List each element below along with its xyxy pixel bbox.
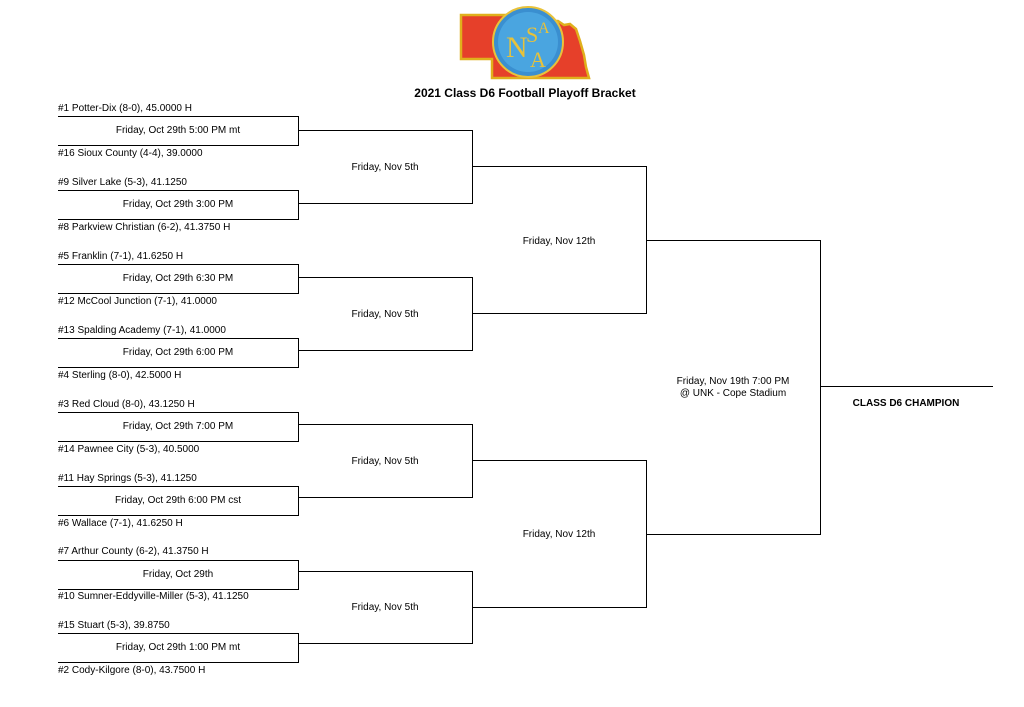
round2-lines <box>298 130 473 644</box>
logo-letter-a2: A <box>530 47 546 72</box>
team-9: #9 Silver Lake (5-3), 41.1250 <box>58 177 187 188</box>
team-1: #1 Potter-Dix (8-0), 45.0000 H <box>58 103 192 114</box>
team-7: #7 Arthur County (6-2), 41.3750 H <box>58 546 209 557</box>
round1-game-label: Friday, Oct 29th 1:00 PM mt <box>115 642 241 653</box>
team-13: #13 Spalding Academy (7-1), 41.0000 <box>58 325 226 336</box>
semifinal-game-label: Friday, Nov 12th <box>522 529 596 540</box>
nsaa-logo: N S A A <box>459 6 591 80</box>
semifinal-game-label: Friday, Nov 12th <box>522 236 596 247</box>
team-14: #14 Pawnee City (5-3), 40.5000 <box>58 444 200 455</box>
logo-letter-a1: A <box>538 20 550 37</box>
final-date: Friday, Nov 19th 7:00 PM <box>676 376 790 387</box>
round2-game-label: Friday, Nov 5th <box>351 602 419 613</box>
logo-letter-s: S <box>526 22 538 47</box>
team-12: #12 McCool Junction (7-1), 41.0000 <box>58 296 217 307</box>
round2-game-label: Friday, Nov 5th <box>351 309 419 320</box>
team-6: #6 Wallace (7-1), 41.6250 H <box>58 518 183 529</box>
team-16: #16 Sioux County (4-4), 39.0000 <box>58 148 203 159</box>
round1-game-label: Friday, Oct 29th <box>142 569 214 580</box>
team-2: #2 Cody-Kilgore (8-0), 43.7500 H <box>58 665 206 676</box>
round1-game-label: Friday, Oct 29th 7:00 PM <box>122 421 234 432</box>
round1-lines <box>58 116 299 663</box>
round1-game-label: Friday, Oct 29th 5:00 PM mt <box>115 125 241 136</box>
team-4: #4 Sterling (8-0), 42.5000 H <box>58 370 182 381</box>
team-15: #15 Stuart (5-3), 39.8750 <box>58 620 170 631</box>
round2-game-label: Friday, Nov 5th <box>351 456 419 467</box>
logo-letter-n: N <box>506 31 528 64</box>
round1-game-label: Friday, Oct 29th 6:00 PM <box>122 347 234 358</box>
bracket-title: 2021 Class D6 Football Playoff Bracket <box>414 86 636 100</box>
semifinal-lines <box>472 166 647 608</box>
champion-label: CLASS D6 CHAMPION <box>852 398 960 409</box>
final-venue: @ UNK - Cope Stadium <box>679 388 787 399</box>
final-lines <box>646 240 993 535</box>
team-5: #5 Franklin (7-1), 41.6250 H <box>58 251 184 262</box>
team-8: #8 Parkview Christian (6-2), 41.3750 H <box>58 222 231 233</box>
round2-game-label: Friday, Nov 5th <box>351 162 419 173</box>
round1-game-label: Friday, Oct 29th 6:00 PM cst <box>115 495 241 506</box>
round1-game-label: Friday, Oct 29th 3:00 PM <box>122 199 234 210</box>
team-3: #3 Red Cloud (8-0), 43.1250 H <box>58 399 195 410</box>
team-11: #11 Hay Springs (5-3), 41.1250 <box>58 473 197 484</box>
round1-game-label: Friday, Oct 29th 6:30 PM <box>122 273 234 284</box>
team-10: #10 Sumner-Eddyville-Miller (5-3), 41.12… <box>58 591 249 602</box>
